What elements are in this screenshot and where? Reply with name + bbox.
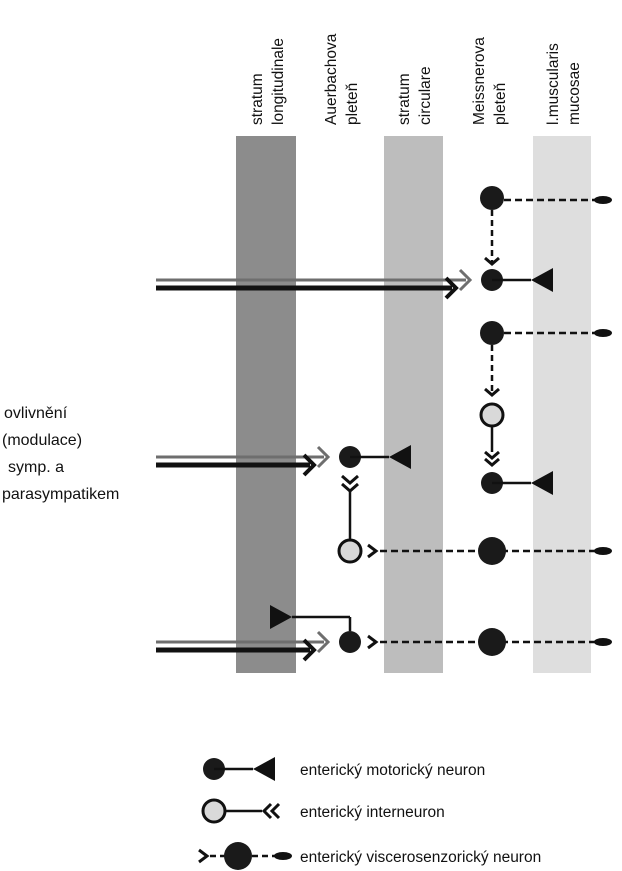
motor-neuron-auerbach-2 [270,605,361,653]
sensory-neuron-middle [480,321,612,397]
motor-neuron-meissner-1 [481,268,553,292]
band-stratum-circulare [384,136,443,673]
extrinsic-fiber-middle [156,445,331,477]
extrinsic-fiber-bottom [156,630,331,662]
motor-neuron-auerbach-1 [339,445,411,469]
legend: enterický motorický neuron enterický int… [198,757,541,870]
interneuron-auerbach [337,474,363,564]
legend-inter-label: enterický interneuron [300,804,445,821]
layer-label-2b: pleteň [344,83,361,125]
legend-inter: enterický interneuron [201,798,445,824]
layer-label-3a: stratum [396,73,413,125]
layer-label-3b: circulare [417,66,434,125]
legend-sensory: enterický viscerosenzorický neuron [198,842,541,870]
sensory-neuron-lower [367,537,612,565]
layer-labels: stratum longitudinale Auerbachova pleteň… [249,33,583,125]
sensory-neuron-bottom [367,628,612,656]
interneuron-meissner [479,402,505,467]
layer-label-4a: Meissnerova [471,37,488,125]
layer-label-1a: stratum [249,73,266,125]
band-stratum-longitudinale [236,136,296,673]
band-muscularis-mucosae [533,136,591,673]
legend-sensory-label: enterický viscerosenzorický neuron [300,849,541,866]
layer-label-2a: Auerbachova [323,33,340,125]
sensory-neuron-top [480,186,612,266]
extrinsic-fiber-top [156,268,473,300]
side-label-line3: symp. a [8,459,64,476]
layer-label-1b: longitudinale [270,38,287,125]
side-label-line2: (modulace) [2,432,82,449]
layer-label-5a: l.muscularis [545,43,562,125]
side-label: ovlivnění (modulace) symp. a parasympati… [2,405,119,503]
side-label-line4: parasympatikem [2,486,119,503]
legend-motor: enterický motorický neuron [203,757,485,781]
legend-motor-label: enterický motorický neuron [300,762,485,779]
layer-label-5b: mucosae [566,62,583,125]
layer-label-4b: pleteň [492,83,509,125]
side-label-line1: ovlivnění [4,405,68,422]
motor-neuron-meissner-2 [481,471,553,495]
